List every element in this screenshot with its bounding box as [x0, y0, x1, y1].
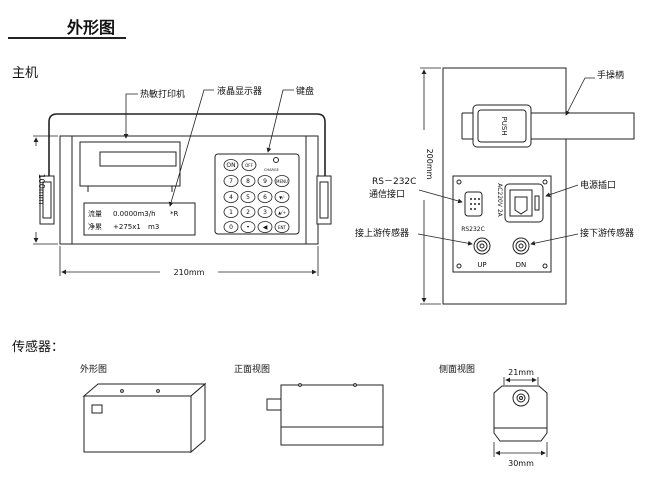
- keypad-key-label: 1: [229, 209, 233, 216]
- front-height-dim: 100mm: [37, 174, 46, 205]
- keypad-key: 4: [223, 191, 239, 203]
- front-width-dim: 210mm: [174, 268, 205, 277]
- page-title: 外形图: [67, 18, 116, 37]
- keypad: ON OFF 7 8 9 MENU 4 5 6 ▼/- 1 2 3 ▲/+ 0 • ◀ ENT: [223, 159, 290, 233]
- keypad-key-label: 3: [263, 209, 267, 216]
- lcd-line2-unit: m3: [148, 223, 159, 231]
- keypad-key-label: ▲/+: [278, 210, 286, 215]
- side-handle: [517, 112, 635, 140]
- lcd-line2-value: +275x1: [113, 223, 141, 231]
- keypad-key: ▲/+: [274, 206, 290, 218]
- title-underline: [8, 37, 126, 39]
- rs232-port-text: RS232C: [461, 226, 485, 233]
- lcd-line1-value: 0.0000m3/h: [113, 210, 156, 218]
- keypad-key-label: 4: [229, 194, 233, 201]
- keypad-key: ◀: [257, 221, 273, 233]
- keypad-key-label: 5: [246, 194, 250, 201]
- rs232-port: [464, 191, 483, 217]
- keypad-key-label: ▼/-: [279, 195, 285, 200]
- lcd-screen: [83, 202, 196, 236]
- keypad-key: 6: [257, 191, 273, 203]
- keypad-key: 9: [257, 175, 273, 187]
- sensor-front-label: 正面视图: [234, 363, 270, 375]
- rs232-label-1: RS－232C: [372, 177, 416, 187]
- lcd-line2-label: 净累: [88, 222, 102, 231]
- sensor-bottom-dim: 30mm: [508, 459, 534, 468]
- dn-port: [512, 237, 530, 255]
- keypad-key: 8: [240, 175, 256, 187]
- keypad-key-label: ON: [226, 162, 235, 169]
- sensor-outline-label: 外形图: [80, 363, 107, 375]
- keypad-key-label: OFF: [245, 163, 253, 168]
- sensor-front-view: [266, 383, 384, 446]
- sensor-side-label: 侧面视图: [439, 363, 475, 375]
- push-button: [472, 104, 532, 148]
- keypad-label: 键盘: [296, 85, 314, 97]
- keypad-key-label: 7: [229, 178, 233, 185]
- power-rating: AC220V 2A: [496, 183, 503, 217]
- keypad-key: 7: [223, 175, 239, 187]
- upstream-label: 接上游传感器: [355, 227, 409, 239]
- keypad-key: 3: [257, 206, 273, 218]
- power-socket-label: 电源插口: [580, 179, 616, 191]
- keypad-key: 1: [223, 206, 239, 218]
- keypad-key-label: MENU: [276, 179, 288, 184]
- lcd-label: 液晶显示器: [217, 85, 262, 97]
- keypad-key-label: 6: [263, 194, 267, 201]
- downstream-label: 接下游传感器: [580, 227, 634, 239]
- up-port-label: UP: [477, 261, 486, 269]
- keypad-key-label: 9: [263, 178, 267, 185]
- side-height-dim: 200mm: [425, 149, 434, 180]
- keypad-key: OFF: [241, 159, 257, 171]
- host-heading: 主机: [12, 66, 39, 81]
- push-label: PUSH: [500, 116, 508, 135]
- keypad-key: 2: [240, 206, 256, 218]
- rs232-label-2: 通信接口: [369, 188, 405, 200]
- charge-led: [273, 157, 279, 163]
- dn-port-label: DN: [516, 261, 527, 269]
- charge-label: CHARGE: [264, 168, 279, 172]
- lcd-line1-flag: *R: [170, 210, 179, 218]
- sensor-heading: 传感器：: [12, 340, 65, 355]
- host-side-view: [442, 67, 635, 305]
- up-port: [473, 237, 491, 255]
- keypad-key-label: •: [246, 224, 250, 231]
- printer-label: 热敏打印机: [140, 88, 185, 100]
- keypad-key: ENT: [274, 221, 290, 233]
- carry-handle: [48, 113, 326, 178]
- sensor-side-view: [493, 385, 548, 442]
- right-grip: [316, 175, 332, 225]
- keypad-key: MENU: [274, 175, 290, 187]
- keypad-key: 0: [223, 221, 239, 233]
- keypad-key-label: 0: [229, 224, 233, 231]
- power-socket: [504, 183, 544, 223]
- sensor-top-dim: 21mm: [508, 368, 534, 377]
- keypad-key: ▼/-: [274, 191, 290, 203]
- keypad-key-label: 2: [246, 209, 250, 216]
- lcd-line1-label: 流量: [88, 209, 102, 218]
- keypad-key-label: ENT: [278, 225, 287, 230]
- keypad-key-label: 8: [246, 178, 250, 185]
- keypad-key-label: ◀: [263, 224, 268, 231]
- keypad-key: •: [240, 221, 256, 233]
- keypad-key: 5: [240, 191, 256, 203]
- sensor-isometric: [82, 382, 207, 454]
- handle-label: 手操柄: [597, 69, 624, 81]
- keypad-key: ON: [223, 159, 239, 171]
